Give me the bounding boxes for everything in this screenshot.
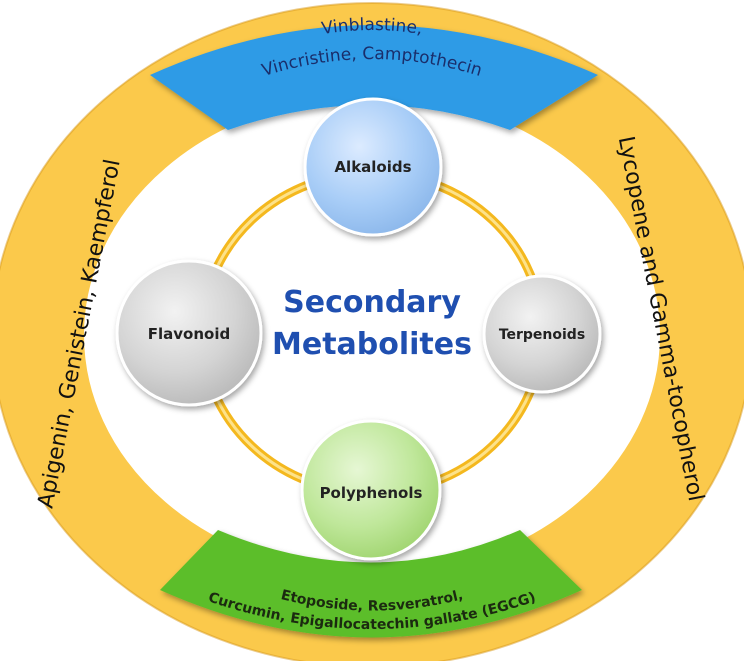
alkaloids-label: Alkaloids: [334, 158, 411, 176]
polyphenols-node: Polyphenols: [300, 419, 442, 561]
center-title-line1: Secondary: [283, 285, 461, 320]
terpenoids-node: Terpenoids: [482, 274, 602, 394]
top-segment-blue: [150, 25, 598, 130]
bottom-segment-green: [160, 530, 582, 638]
alkaloids-node: Alkaloids: [303, 97, 443, 237]
center-title-line2: Metabolites: [272, 327, 472, 362]
terpenoids-label: Terpenoids: [499, 327, 585, 343]
flavonoid-label: Flavonoid: [148, 325, 230, 343]
polyphenols-label: Polyphenols: [320, 484, 423, 502]
flavonoid-node: Flavonoid: [115, 259, 263, 407]
